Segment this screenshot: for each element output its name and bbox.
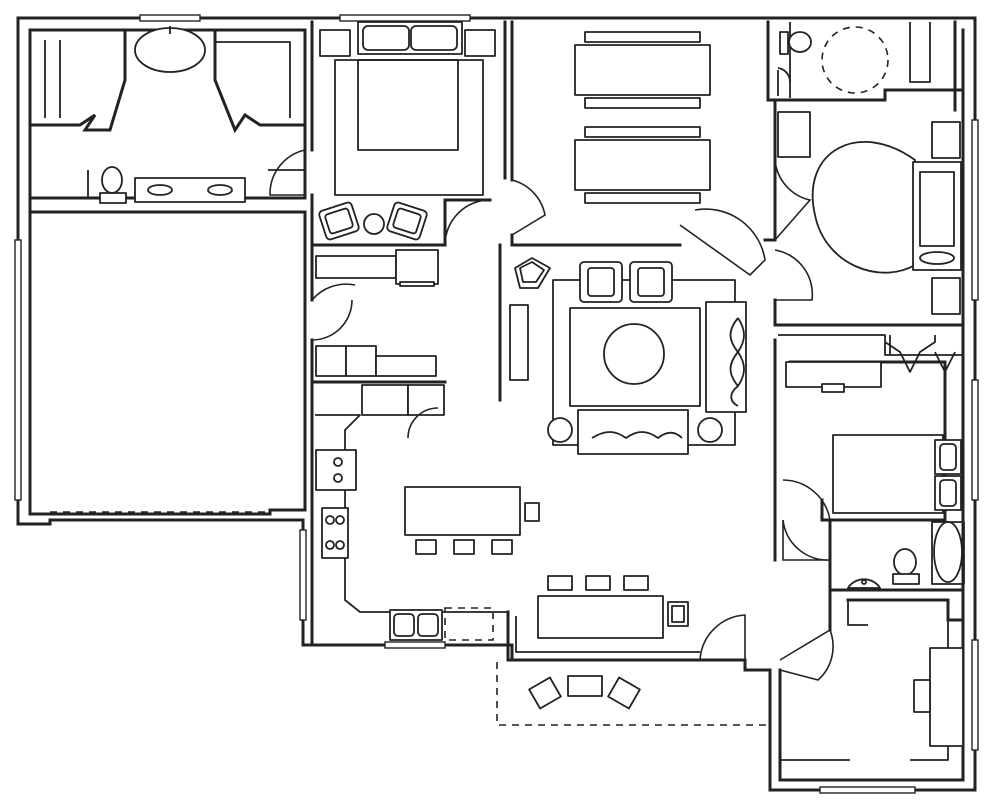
master-bedroom [269, 20, 507, 247]
windows [14, 14, 979, 794]
bar-stool-icon [453, 539, 475, 555]
bed-icon [912, 161, 962, 271]
stove-icon [315, 449, 357, 491]
cooktop-icon [321, 507, 349, 559]
bookshelf-icon [509, 304, 529, 381]
armchair-icon [579, 261, 623, 303]
end-table-icon [547, 417, 573, 443]
patio-chair-icon [528, 676, 562, 710]
bedroom-2 [763, 111, 965, 327]
desk-chair-icon [913, 679, 931, 713]
desk-icon [929, 647, 964, 747]
patio-chair-icon [607, 676, 641, 710]
kitchen [315, 414, 702, 662]
armchair-icon [386, 201, 428, 241]
nightstand-icon [931, 121, 961, 159]
bedroom-3 [773, 334, 963, 562]
side-table-icon [363, 213, 385, 235]
nightstand-icon [464, 29, 496, 57]
master-bath [28, 26, 307, 204]
bathtub-icon [933, 521, 963, 583]
shower-icon [821, 26, 889, 94]
end-table-icon [697, 417, 723, 443]
dining-room [510, 20, 777, 277]
armchair-icon [318, 201, 360, 241]
toilet-icon [893, 548, 917, 576]
nightstand-icon [934, 439, 962, 475]
desk-icon [777, 111, 811, 158]
nightstand-icon [931, 277, 961, 315]
kitchen-island-icon [404, 486, 521, 536]
office [699, 588, 964, 761]
dining-table-icon [574, 44, 711, 96]
bath-3 [782, 519, 965, 592]
dresser-icon [785, 361, 882, 388]
living-room [498, 243, 747, 455]
round-bed-icon [811, 141, 916, 274]
dining-table-icon [574, 139, 711, 191]
laundry [310, 243, 447, 647]
counter-icon [537, 595, 664, 639]
exterior-walls [16, 16, 977, 792]
toilet-icon [101, 166, 123, 194]
sink-icon [389, 609, 443, 641]
toilet-icon [788, 31, 812, 53]
pantry-icon [361, 384, 409, 416]
bed-icon [832, 434, 944, 514]
bar-stool-icon [491, 539, 513, 555]
coffee-table-icon [603, 323, 665, 385]
cabinet-icon [315, 345, 347, 377]
patio-table-icon [567, 675, 603, 697]
washer-icon [395, 249, 439, 285]
bar-stool-icon [415, 539, 437, 555]
patio [496, 662, 770, 726]
bathtub-icon [134, 27, 206, 73]
nightstand-icon [319, 29, 351, 57]
bath-2 [773, 20, 965, 112]
armchair-icon [629, 261, 673, 303]
